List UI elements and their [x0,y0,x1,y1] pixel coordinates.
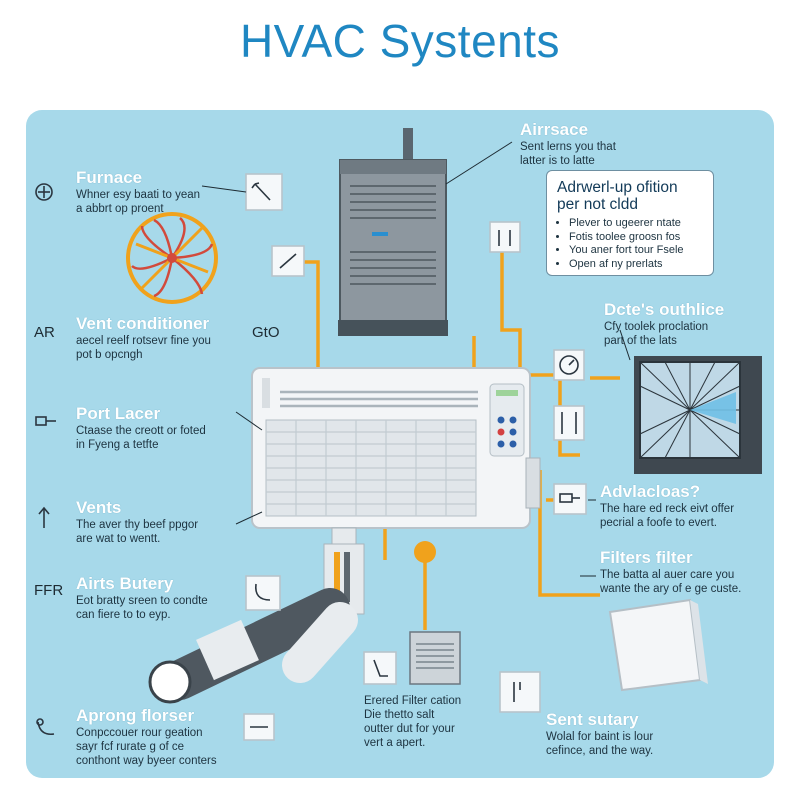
label-line: The hare ed reck eivt offer [600,503,735,515]
plug-icon [35,416,56,426]
callout-list: Plever to ugeerer ntate Fotis toolee gro… [557,217,703,271]
label-line: Die thetto salt [364,709,435,721]
plug-icon [553,483,587,515]
pipe-filters [538,470,600,597]
screwdriver-icon [271,245,305,277]
callout-title: Adrwerl-up ofition [557,179,678,196]
label-line: are wat to wentt. [76,533,161,545]
label-line: pot b opcngh [76,349,143,361]
tool-icon [553,405,585,441]
tag-gto: GtO [252,324,280,341]
label-line: Eot bratty sreen to condte [76,595,208,607]
label-line: can fiere to to eyp. [76,609,171,621]
label-filters-filter: Filters filter The batta al auer care yo… [600,548,741,596]
callout-bullet: Fotis toolee groosn fos [569,231,703,245]
label-line: part of the lats [604,335,677,347]
callout-bullet: Open af ny prerlats [569,258,703,272]
leader-lines [201,141,631,577]
tag-ffr: FFR [34,582,64,599]
hose-icon [245,575,281,611]
label-aprong-florser: Aprong florser Conpccouer rour geation s… [76,706,217,768]
label-heading: Airrsace [520,120,589,139]
label-heading: Dcte's outhlice [604,300,725,319]
label-heading: Filters filter [600,548,693,567]
valve-knob [414,541,436,563]
condenser-unit [409,631,461,685]
label-heading: Aprong florser [76,706,195,725]
label-line: pecrial a foofe to evert. [600,517,717,529]
label-line: vert a apert. [364,737,426,749]
callout-bullet: You aner fort tour Fsele [569,244,703,258]
label-heading: Advlacloas? [600,482,701,501]
label-airrsace: Airrsace Sent lerns you that latter is t… [520,120,616,168]
label-line: Conpccouer rour geation [76,727,203,739]
thermometer-icon [489,221,521,253]
label-line: wante the ary of e ge custe. [600,583,742,595]
label-advlacloas: Advlacloas? The hare ed reck eivt offer … [600,482,734,530]
callout-box: Adrwerl-up ofition per not cldd Plever t… [546,170,714,276]
wrench-icon [245,173,283,211]
gauge-icon [553,349,585,381]
label-heading: Vent conditioner [76,314,210,333]
label-erered-filter: Erered Filter cation Die thetto salt out… [364,694,461,750]
label-line: The aver thy beef ppgor [76,519,199,531]
tool-icon [499,671,541,713]
label-line: The batta al auer care you [600,569,735,581]
label-heading: Port Lacer [76,404,161,423]
wrench-icon [36,718,55,736]
callout-title: per not cldd [557,196,638,213]
label-airts-butery: Airts Butery Eot bratty sreen to condte … [76,574,208,622]
label-line: a abbrt op proent [76,203,164,215]
pipe-top-right [500,248,522,370]
hose-pipes [148,527,365,704]
filter-panel [608,598,708,692]
callout-bullet: Plever to ugeerer ntate [569,217,703,231]
label-line: Cfy toolek proclation [604,321,709,333]
label-line: outter dut for your [364,723,455,735]
air-conditioner-unit [251,367,541,529]
label-line: Wolal for baint is lour [546,731,654,743]
page-title: HVAC Systents [239,15,561,67]
label-line: in Fyeng a tetfte [76,439,159,451]
fan-icon [126,212,218,304]
label-line: latter is to latte [520,155,595,167]
screwdriver-icon [363,651,397,685]
label-heading: Furnace [76,168,143,187]
label-heading: Vents [76,498,122,517]
label-heading: Airts Butery [76,574,174,593]
label-vents: Vents The aver thy beef ppgor are wat to… [76,498,198,546]
wrench-icon [243,713,275,741]
label-line: aecel reelf rotsevr fine you [76,335,211,347]
label-port-lacer: Port Lacer Ctaase the creott or foted in… [76,404,206,452]
label-line: conthont way byeer conters [76,755,217,767]
label-vent-conditioner: Vent conditioner aecel reelf rotsevr fin… [76,314,211,362]
label-line: cefince, and the way. [546,745,654,757]
label-line: Sent lerns you that [520,141,616,153]
duct-outlet-box [634,356,762,474]
label-furnace: Furnace Whner esy baati to yean a abbrt … [76,168,200,216]
label-heading: Sent sutary [546,710,639,729]
arrow-up-icon [38,506,50,528]
pipe-furnace-ac [292,260,320,370]
pipe-right-down [558,360,580,457]
air-handler-unit [338,128,448,336]
tag-ar: AR [34,324,55,341]
label-dctes-outhlice: Dcte's outhlice Cfy toolek proclation pa… [604,300,724,348]
gauge-icon [35,183,53,201]
label-line: sayr fcf rurate g of ce [76,741,185,753]
label-line: Whner esy baati to yean [76,189,201,201]
label-line: Ctaase the creott or foted [76,425,206,437]
label-sent-sutary: Sent sutary Wolal for baint is lour cefi… [546,710,653,758]
label-line: Erered Filter cation [364,695,462,707]
